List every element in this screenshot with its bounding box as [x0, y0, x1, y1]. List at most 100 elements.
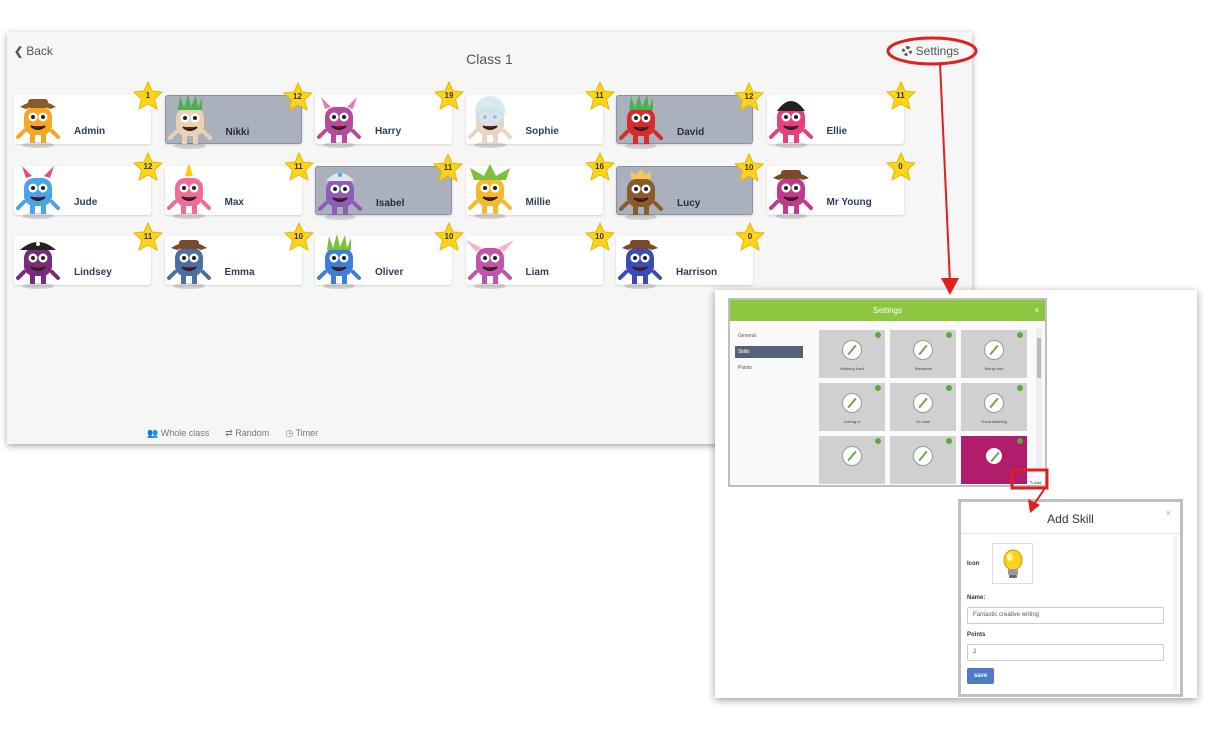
settings-button[interactable]: Settings: [901, 44, 959, 58]
monster-avatar-icon: [167, 94, 212, 149]
student-name: Admin: [74, 126, 106, 137]
chevron-left-icon: ❮: [14, 45, 24, 58]
settings-nav-general[interactable]: General: [738, 333, 756, 339]
points-count: 16: [595, 161, 604, 171]
skill-label: Joining in: [843, 419, 861, 424]
monster-avatar-icon: [619, 168, 663, 220]
points-count: 11: [595, 91, 604, 100]
settings-close-button[interactable]: ×: [1034, 306, 1039, 315]
star-icon: [885, 80, 916, 110]
skill-tile[interactable]: [961, 436, 1027, 484]
monster-avatar-icon: [467, 163, 512, 219]
skill-points-badge: [875, 385, 881, 391]
skill-icon: [913, 340, 933, 360]
skill-label: Working hard: [840, 366, 864, 371]
monster-avatar-icon: [166, 163, 211, 219]
settings-scrollbar[interactable]: [1036, 328, 1042, 468]
back-label: Back: [26, 44, 53, 58]
name-input[interactable]: Fantastic creative writing: [967, 607, 1164, 624]
back-button[interactable]: ❮ Back: [14, 44, 53, 58]
student-card[interactable]: David 12: [616, 81, 765, 149]
student-card[interactable]: Oliver 10: [315, 221, 465, 289]
star-badge: 0: [885, 151, 916, 182]
skill-tile[interactable]: Joining in: [819, 383, 885, 431]
dialog-scrollbar[interactable]: [1173, 536, 1177, 691]
points-count: 10: [595, 232, 604, 241]
skill-label: On task: [916, 419, 930, 424]
star-badge: 10: [584, 221, 615, 252]
skill-tile[interactable]: On task: [890, 383, 956, 431]
divider: [961, 533, 1180, 534]
star-icon: [584, 151, 615, 181]
save-button[interactable]: save: [967, 668, 994, 684]
student-name: Sophie: [525, 126, 559, 137]
points-count: 0: [898, 161, 903, 171]
student-card[interactable]: Sophie 11: [465, 80, 615, 148]
add-skill-close-button[interactable]: ×: [1165, 508, 1171, 518]
timer-button[interactable]: ◷ Timer: [285, 428, 319, 438]
skill-tile[interactable]: [890, 436, 956, 484]
star-icon: [733, 152, 765, 182]
settings-nav: General Skills Points: [735, 330, 803, 378]
star-badge: 12: [132, 151, 164, 182]
points-count: 19: [444, 91, 454, 100]
add-skill-button[interactable]: ✎ Add skill: [1030, 480, 1042, 490]
skill-icon: [984, 446, 1004, 466]
monster-avatar-icon: [16, 165, 60, 219]
settings-nav-points[interactable]: Points: [738, 365, 752, 371]
student-name: Ellie: [826, 126, 848, 137]
star-badge: 12: [733, 81, 765, 112]
settings-dialog: Settings × General Skills Points Working…: [728, 298, 1047, 490]
points-input[interactable]: 2: [967, 644, 1164, 661]
monster-avatar-icon: [768, 169, 813, 219]
star-icon: [132, 80, 164, 110]
icon-picker[interactable]: [992, 543, 1033, 584]
skill-icon: [842, 446, 862, 466]
star-icon: [733, 81, 765, 111]
skill-tile[interactable]: Good listening: [961, 383, 1027, 431]
monster-avatar-icon: [467, 96, 512, 148]
skill-tile[interactable]: Being kind: [961, 330, 1027, 378]
student-name: Oliver: [375, 267, 404, 278]
star-badge: 11: [132, 221, 164, 252]
scroll-thumb[interactable]: [1037, 338, 1041, 378]
skill-icon: [842, 393, 862, 413]
skill-tile[interactable]: [819, 436, 885, 484]
skill-points-badge: [1017, 385, 1023, 391]
points-label: Points: [967, 632, 986, 638]
random-button[interactable]: ⇄ Random: [225, 428, 270, 438]
skill-icon: [913, 446, 933, 466]
skill-points-badge: [946, 332, 952, 338]
points-count: 10: [444, 232, 454, 241]
skill-tile[interactable]: Teamwork: [890, 330, 956, 378]
student-name: Millie: [525, 196, 551, 208]
points-count: 12: [143, 161, 153, 171]
settings-nav-skills[interactable]: Skills: [735, 346, 803, 358]
student-name: David: [677, 127, 705, 138]
skill-points-badge: [946, 438, 952, 444]
student-name: Emma: [224, 267, 255, 278]
monster-avatar-icon: [166, 240, 211, 289]
skill-icon: [913, 393, 933, 413]
star-icon: [282, 81, 313, 111]
student-card[interactable]: Millie 16: [465, 151, 615, 219]
settings-title: Settings: [873, 306, 902, 315]
settings-label: Settings: [915, 44, 959, 58]
skill-label: Teamwork: [913, 366, 933, 371]
skill-tile[interactable]: Working hard: [819, 330, 885, 378]
skill-points-badge: [1017, 438, 1023, 444]
whole-class-button[interactable]: 👥 Whole class: [147, 428, 210, 438]
